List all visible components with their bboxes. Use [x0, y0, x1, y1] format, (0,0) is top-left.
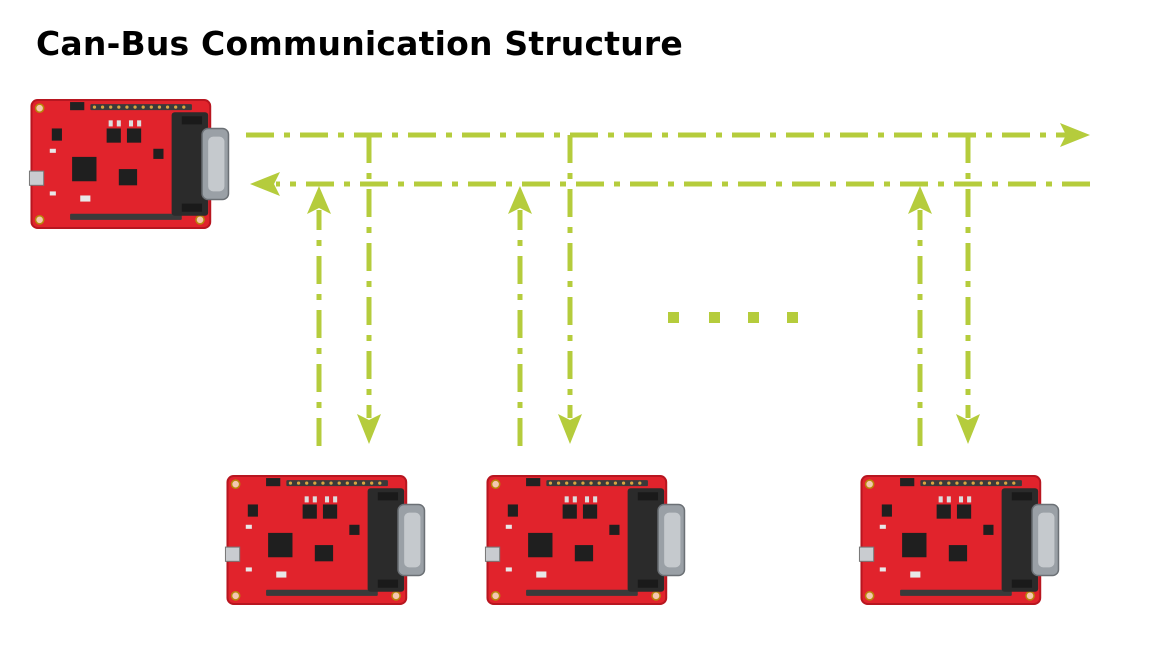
arrow-up-icon: [508, 186, 532, 214]
arrow-down-icon: [558, 414, 582, 444]
arrow-up-icon: [908, 186, 932, 214]
slave-node-1-board: [224, 474, 426, 606]
arrow-right-icon: [1060, 123, 1090, 147]
page-title: Can-Bus Communication Structure: [36, 24, 683, 63]
slave-node-n-board: [858, 474, 1060, 606]
master-node-board: [28, 98, 230, 230]
ellipsis-indicator: [668, 312, 798, 323]
arrow-down-icon: [956, 414, 980, 444]
arrow-left-icon: [250, 172, 280, 196]
arrow-up-icon: [307, 186, 331, 214]
slave-node-2-board: [484, 474, 686, 606]
arrow-down-icon: [357, 414, 381, 444]
